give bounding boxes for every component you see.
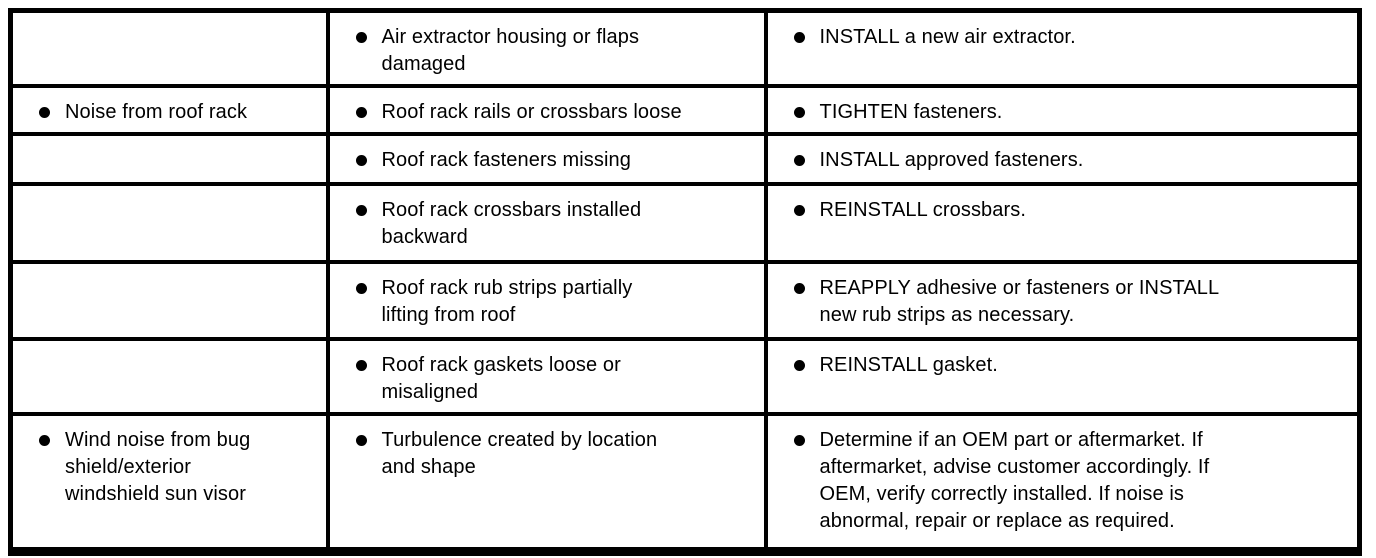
action-cell: INSTALL approved fasteners. [763,132,1362,186]
list-item: Wind noise from bug shield/exterior wind… [39,427,318,508]
table-row: Roof rack fasteners missing INSTALL appr… [8,132,1362,186]
condition-cell: Noise from roof rack [8,84,330,136]
list-item: Determine if an OEM part or aftermarket.… [793,427,1350,535]
bullet-icon [355,32,367,43]
list-item: REINSTALL gasket. [793,352,1350,379]
condition-text: Wind noise from bug shield/exterior wind… [65,429,251,505]
bullet-icon [793,435,805,446]
bullet-icon [39,107,50,118]
action-cell: REINSTALL gasket. [763,337,1362,416]
condition-cell [8,337,330,416]
list-item: REAPPLY adhesive or fasteners or INSTALL… [793,275,1350,329]
bullet-icon [39,435,50,446]
source-text: Roof rack rub strips partially lifting f… [381,277,633,326]
action-cell: REAPPLY adhesive or fasteners or INSTALL… [763,260,1362,341]
source-text: Roof rack fasteners missing [381,149,631,171]
bullet-icon [793,32,805,43]
bullet-icon [355,107,367,118]
list-item: INSTALL a new air extractor. [793,24,1350,51]
list-item: Turbulence created by location and shape [355,427,756,481]
source-cell: Roof rack fasteners missing [325,132,768,186]
action-text: REAPPLY adhesive or fasteners or INSTALL… [819,277,1220,326]
list-item: Air extractor housing or flaps damaged [355,24,756,78]
list-item: Roof rack crossbars installed backward [355,197,756,251]
bullet-icon [355,360,367,371]
diagnostic-table: Air extractor housing or flaps damaged I… [8,8,1362,556]
bullet-icon [355,283,367,294]
source-text: Roof rack crossbars installed backward [381,199,642,248]
condition-cell [8,182,330,264]
action-text: REINSTALL gasket. [819,354,998,376]
bullet-icon [793,360,805,371]
source-cell: Roof rack rub strips partially lifting f… [325,260,768,341]
condition-cell [8,8,330,88]
source-cell: Roof rack rails or crossbars loose [325,84,768,136]
list-item: Noise from roof rack [39,99,318,126]
action-text: REINSTALL crossbars. [819,199,1027,221]
action-text: INSTALL approved fasteners. [819,149,1084,171]
source-cell: Roof rack crossbars installed backward [325,182,768,264]
list-item: Roof rack rub strips partially lifting f… [355,275,756,329]
list-item: TIGHTEN fasteners. [793,99,1350,126]
source-cell: Turbulence created by location and shape [325,412,768,553]
source-cell: Air extractor housing or flaps damaged [325,8,768,88]
action-text: TIGHTEN fasteners. [819,101,1003,123]
table-row: Air extractor housing or flaps damaged I… [8,8,1362,88]
condition-cell [8,260,330,341]
source-text: Air extractor housing or flaps damaged [381,26,640,75]
source-text: Turbulence created by location and shape [381,429,658,478]
bullet-icon [355,205,367,216]
action-text: INSTALL a new air extractor. [819,26,1076,48]
table-row: Roof rack gaskets loose or misaligned RE… [8,337,1362,416]
list-item: INSTALL approved fasteners. [793,147,1350,174]
list-item: Roof rack rails or crossbars loose [355,99,756,126]
list-item: Roof rack gaskets loose or misaligned [355,352,756,406]
bullet-icon [793,205,805,216]
list-item: Roof rack fasteners missing [355,147,756,174]
action-text: Determine if an OEM part or aftermarket.… [819,429,1210,532]
action-cell: REINSTALL crossbars. [763,182,1362,264]
table-row: Noise from roof rack Roof rack rails or … [8,84,1362,136]
source-cell: Roof rack gaskets loose or misaligned [325,337,768,416]
action-cell: INSTALL a new air extractor. [763,8,1362,88]
action-cell: Determine if an OEM part or aftermarket.… [763,412,1362,553]
condition-cell [8,132,330,186]
table-row: Roof rack crossbars installed backward R… [8,182,1362,264]
source-text: Roof rack gaskets loose or misaligned [381,354,621,403]
condition-text: Noise from roof rack [65,101,248,123]
source-text: Roof rack rails or crossbars loose [381,101,682,123]
action-cell: TIGHTEN fasteners. [763,84,1362,136]
bullet-icon [793,155,805,166]
condition-cell: Wind noise from bug shield/exterior wind… [8,412,330,553]
bullet-icon [793,107,805,118]
bullet-icon [355,435,367,446]
bullet-icon [793,283,805,294]
table-row: Wind noise from bug shield/exterior wind… [8,412,1362,553]
bullet-icon [355,155,367,166]
list-item: REINSTALL crossbars. [793,197,1350,224]
table-row: Roof rack rub strips partially lifting f… [8,260,1362,341]
